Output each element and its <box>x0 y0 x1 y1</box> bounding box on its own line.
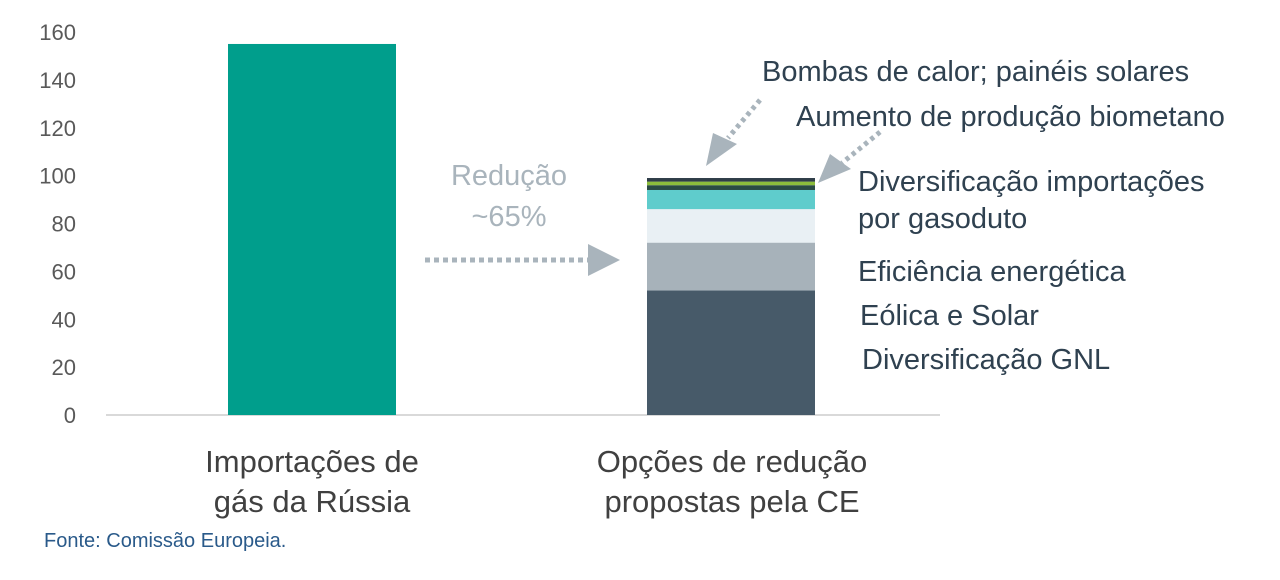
bar-segment-1-1 <box>647 290 815 415</box>
annotation-efficiency: Eficiência energética <box>858 256 1126 288</box>
y-tick-label: 20 <box>52 355 76 380</box>
y-tick-label: 160 <box>39 20 76 45</box>
annotation-lng: Diversificação GNL <box>862 344 1110 376</box>
category-label-russia-line2: gás da Rússia <box>214 484 411 519</box>
y-tick-label: 0 <box>64 403 76 428</box>
bars <box>228 43 815 415</box>
bar-segment-1-4 <box>647 189 815 210</box>
biomethane-arrow <box>818 130 882 183</box>
y-tick-label: 100 <box>39 164 76 189</box>
reduction-label-line2: ~65% <box>472 201 547 233</box>
source-note: Fonte: Comissão Europeia. <box>44 530 286 552</box>
annotation-biomethane: Aumento de produção biometano <box>796 101 1225 133</box>
bar-segment-1-3 <box>647 209 815 243</box>
y-axis-ticks: 0 20 40 60 80 100 120 140 160 <box>39 20 76 428</box>
annotation-wind-solar: Eólica e Solar <box>860 300 1039 332</box>
y-tick-label: 60 <box>52 259 76 284</box>
y-tick-label: 120 <box>39 116 76 141</box>
annotation-pipeline-line1: Diversificação importações <box>858 166 1205 198</box>
category-label-ec-line1: Opções de redução <box>597 444 868 479</box>
category-label-russia-line1: Importações de <box>205 444 419 479</box>
y-tick-label: 140 <box>39 68 76 93</box>
bar-segment-0-0 <box>228 43 396 415</box>
bar-segment-1-7 <box>647 178 815 182</box>
bar-segment-1-5 <box>647 185 815 190</box>
reduction-label-line1: Redução <box>451 160 567 192</box>
bar-segment-1-6 <box>647 181 815 186</box>
category-label-ec-line2: propostas pela CE <box>604 484 859 519</box>
y-tick-label: 40 <box>52 307 76 332</box>
reduction-arrow <box>425 244 620 276</box>
bar-segment-1-2 <box>647 242 815 291</box>
annotation-heat-pumps: Bombas de calor; painéis solares <box>762 56 1189 88</box>
y-tick-label: 80 <box>52 212 76 237</box>
heat-pumps-arrow <box>706 98 762 166</box>
annotation-pipeline-line2: por gasoduto <box>858 203 1027 235</box>
